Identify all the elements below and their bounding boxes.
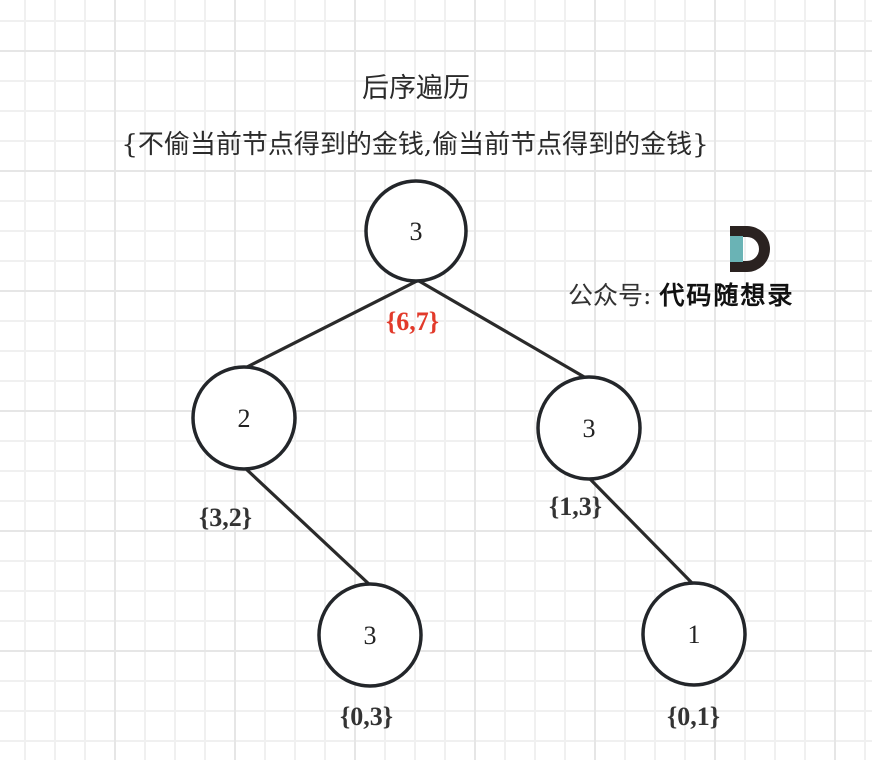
- node-value: 3: [364, 621, 377, 650]
- node-value: 3: [583, 414, 596, 443]
- node-value: 1: [688, 620, 701, 649]
- node-value: 3: [410, 217, 423, 246]
- watermark-prefix: 公众号:: [568, 281, 660, 310]
- tree-node-right: 3: [536, 375, 642, 481]
- pair-label-root: {6,7}: [386, 307, 439, 336]
- pair-label-left-right: {0,3}: [340, 702, 393, 731]
- tree-node-right-right: 1: [641, 581, 747, 687]
- tree-node-left-right: 3: [317, 582, 423, 688]
- pair-label-left: {3,2}: [199, 503, 252, 532]
- edge-right-rightright: [588, 477, 695, 586]
- edge-root-left: [244, 279, 418, 370]
- node-value: 2: [238, 404, 251, 433]
- tree-node-root: 3: [364, 179, 468, 283]
- edge-root-right: [418, 279, 587, 380]
- tree-node-left: 2: [191, 365, 297, 471]
- watermark-brand: 代码随想录: [659, 281, 795, 310]
- diagram-title: 后序遍历: [362, 73, 470, 104]
- diagram-subtitle: {不偷当前节点得到的金钱,偷当前节点得到的金钱}: [121, 130, 709, 160]
- pair-label-right: {1,3}: [549, 492, 602, 521]
- edge-left-leftright: [243, 466, 372, 587]
- watermark: 公众号: 代码随想录: [568, 276, 794, 312]
- pair-label-right-right: {0,1}: [667, 702, 720, 731]
- D-logo-icon: [730, 226, 770, 272]
